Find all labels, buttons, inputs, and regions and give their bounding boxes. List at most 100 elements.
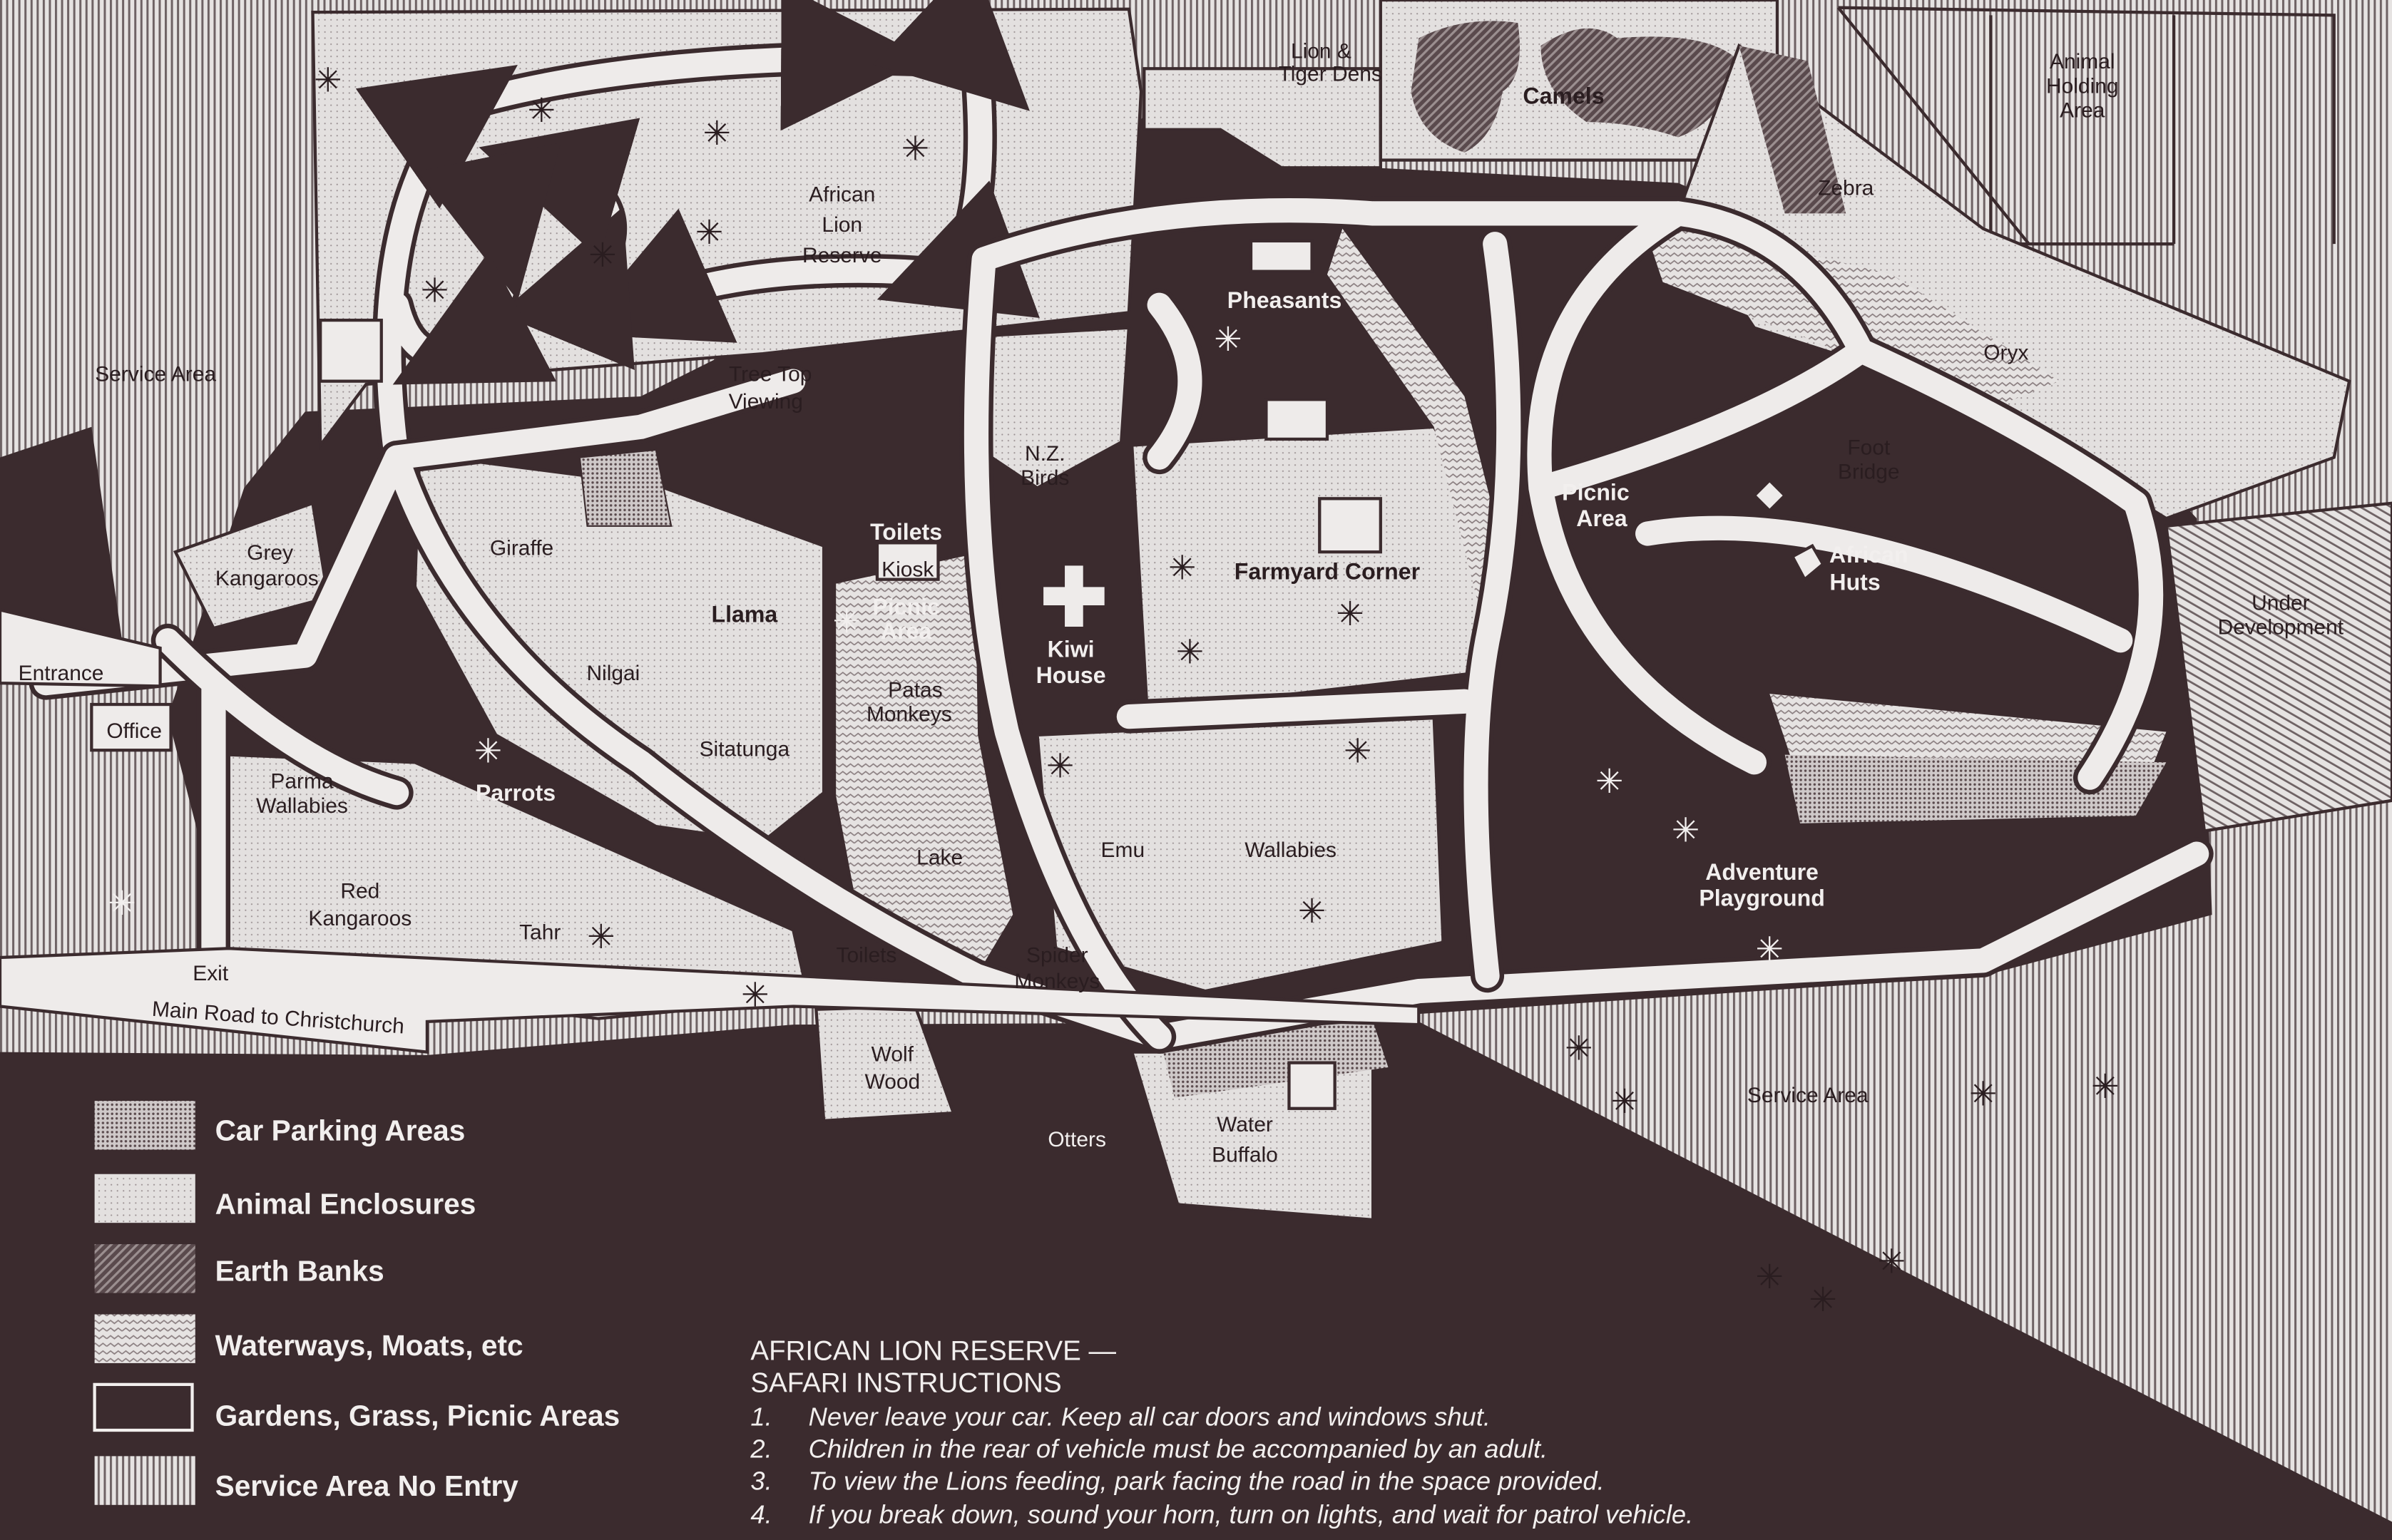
tree-icon: ✳ xyxy=(108,884,136,923)
label-service-area-right: Service Area xyxy=(1747,1084,1869,1107)
legend-label: Service Area No Entry xyxy=(215,1469,519,1502)
tree-icon: ✳ xyxy=(587,918,615,957)
legend: Car Parking Areas Animal Enclosures Eart… xyxy=(93,1101,620,1505)
instructions-title: AFRICAN LION RESERVE — xyxy=(750,1336,1116,1367)
tree-icon: ✳ xyxy=(1672,811,1700,851)
entrance-gate xyxy=(0,608,162,688)
legend-swatch-waterways xyxy=(94,1314,195,1363)
label-entrance: Entrance xyxy=(19,662,104,685)
tree-icon: ✳ xyxy=(588,236,616,275)
tree-icon: ✳ xyxy=(1344,732,1371,771)
tree-icon: ✳ xyxy=(695,213,723,252)
under-development-area xyxy=(2164,501,2392,833)
legend-swatch-service-area xyxy=(94,1456,195,1505)
legend-label: Earth Banks xyxy=(215,1254,384,1287)
legend-swatch-earth-banks xyxy=(94,1244,195,1293)
label-toilets-bottom: Toilets xyxy=(837,943,897,967)
instruction-number: 4. xyxy=(750,1499,772,1529)
label-giraffe: Giraffe xyxy=(490,536,553,560)
camels-earth-bank xyxy=(1540,28,1739,138)
tree-icon: ✳ xyxy=(832,602,860,642)
label-tahr: Tahr xyxy=(519,920,561,944)
legend-label: Animal Enclosures xyxy=(215,1187,476,1220)
legend-label: Car Parking Areas xyxy=(215,1114,466,1147)
label-otters: Otters xyxy=(1048,1128,1106,1151)
label-emu: Emu xyxy=(1101,838,1145,862)
car-parking-area xyxy=(578,448,673,527)
car-parking-area xyxy=(1784,754,2167,823)
legend-swatch-gardens xyxy=(93,1382,194,1432)
tree-icon: ✳ xyxy=(1298,892,1326,931)
label-kiosk: Kiosk xyxy=(881,558,934,581)
label-nz-birds: N.Z.Birds xyxy=(1021,442,1069,490)
label-oryx: Oryx xyxy=(1983,342,2028,365)
zebra-earth-bank xyxy=(1739,46,1846,214)
tree-icon: ✳ xyxy=(1565,1029,1593,1068)
label-lion-tiger-dens: Lion &Tiger Dens xyxy=(1279,39,1382,86)
instruction-number: 2. xyxy=(750,1434,772,1464)
instruction-number: 1. xyxy=(750,1402,772,1432)
instruction-text: Children in the rear of vehicle must be … xyxy=(809,1434,1548,1464)
label-pheasants: Pheasants xyxy=(1227,287,1342,313)
label-exit: Exit xyxy=(193,962,229,985)
label-sitatunga: Sitatunga xyxy=(700,738,790,761)
tree-icon: ✳ xyxy=(1969,1074,1997,1114)
tree-icon: ✳ xyxy=(1878,1243,1906,1282)
tree-icon: ✳ xyxy=(474,732,502,771)
label-farmyard-corner: Farmyard Corner xyxy=(1235,559,1420,585)
instruction-text: Never leave your car. Keep all car doors… xyxy=(809,1402,1491,1432)
tree-icon: ✳ xyxy=(528,91,556,130)
roads xyxy=(29,0,2214,1054)
tree-icon: ✳ xyxy=(1168,549,1196,588)
label-llama: Llama xyxy=(711,602,778,627)
buildings xyxy=(319,239,1825,1110)
label-parrots: Parrots xyxy=(476,780,556,806)
tree-icon: ✳ xyxy=(1336,595,1364,634)
instruction-number: 3. xyxy=(750,1466,772,1495)
instruction-text: If you break down, sound your horn, turn… xyxy=(809,1499,1694,1529)
tree-icon: ✳ xyxy=(1756,1258,1784,1297)
instructions-title: SAFARI INSTRUCTIONS xyxy=(750,1368,1061,1399)
moat-waterway xyxy=(1327,228,1511,610)
trees: ✳ ✳ ✳ ✳ ✳ ✳ ✳ ✳ ✳ ✳ ✳ ✳ ✳ ✳ ✳ ✳ ✳ ✳ ✳ ✳ … xyxy=(108,61,2119,1320)
tree-icon: ✳ xyxy=(741,975,769,1015)
tree-icon: ✳ xyxy=(1809,1280,1836,1320)
legend-swatch-car-parking xyxy=(94,1101,195,1150)
label-toilets-top: Toilets xyxy=(870,519,942,545)
label-service-area-left: Service Area xyxy=(95,363,216,386)
lower-service-area xyxy=(1419,1006,2392,1522)
legend-label: Waterways, Moats, etc xyxy=(215,1329,523,1362)
tree-icon: ✳ xyxy=(314,61,342,100)
legend-swatch-animal-enclosures xyxy=(94,1174,195,1223)
label-lake: Lake xyxy=(916,846,963,870)
main-road xyxy=(0,947,1421,1054)
tree-icon: ✳ xyxy=(1610,1082,1638,1121)
legend-label: Gardens, Grass, Picnic Areas xyxy=(215,1400,620,1432)
label-camels: Camels xyxy=(1523,83,1604,108)
label-nilgai: Nilgai xyxy=(586,662,640,685)
tree-icon: ✳ xyxy=(1046,747,1074,786)
tree-icon: ✳ xyxy=(901,130,929,169)
tree-icon: ✳ xyxy=(2091,1067,2119,1107)
tree-icon: ✳ xyxy=(1176,632,1204,672)
left-dark-strip xyxy=(0,426,123,656)
label-wallabies: Wallabies xyxy=(1244,838,1336,862)
